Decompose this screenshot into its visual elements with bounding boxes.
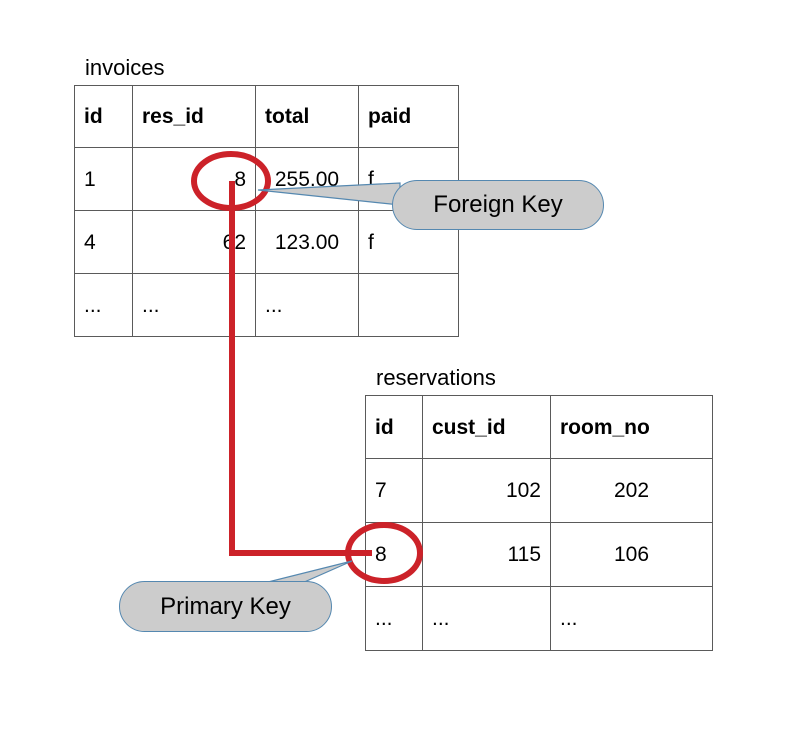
primary-key-callout-label: Primary Key bbox=[160, 592, 291, 620]
table-row-ellipsis: ... ... ... bbox=[365, 586, 713, 651]
reservations-table: id cust_id room_no 7 102 202 8 115 106 .… bbox=[365, 395, 713, 651]
table-row: 8 115 106 bbox=[365, 522, 713, 587]
cell-id: 4 bbox=[74, 210, 133, 274]
cell-id: 1 bbox=[74, 147, 133, 211]
column-header-id: id bbox=[365, 395, 423, 459]
cell-res-id-highlighted: 8 bbox=[132, 147, 256, 211]
cell-room-no: ... bbox=[550, 586, 713, 651]
table-header-row: id cust_id room_no bbox=[365, 395, 713, 459]
cell-cust-id: 115 bbox=[422, 522, 551, 587]
cell-total: 255.00 bbox=[255, 147, 359, 211]
cell-total: 123.00 bbox=[255, 210, 359, 274]
table-header-row: id res_id total paid bbox=[74, 85, 459, 148]
cell-id: 7 bbox=[365, 458, 423, 523]
primary-key-callout: Primary Key bbox=[119, 581, 332, 632]
cell-room-no: 202 bbox=[550, 458, 713, 523]
column-header-paid: paid bbox=[358, 85, 459, 148]
column-header-id: id bbox=[74, 85, 133, 148]
cell-cust-id: 102 bbox=[422, 458, 551, 523]
cell-id-highlighted: 8 bbox=[365, 522, 423, 587]
cell-id: ... bbox=[365, 586, 423, 651]
column-header-room-no: room_no bbox=[550, 395, 713, 459]
column-header-cust-id: cust_id bbox=[422, 395, 551, 459]
reservations-table-title: reservations bbox=[376, 365, 496, 390]
column-header-res-id: res_id bbox=[132, 85, 256, 148]
foreign-key-callout-label: Foreign Key bbox=[433, 191, 563, 218]
cell-cust-id: ... bbox=[422, 586, 551, 651]
cell-res-id: 62 bbox=[132, 210, 256, 274]
cell-total: ... bbox=[255, 273, 359, 337]
invoices-table-title: invoices bbox=[85, 55, 165, 80]
foreign-key-callout: Foreign Key bbox=[392, 180, 604, 230]
table-row: 7 102 202 bbox=[365, 458, 713, 523]
cell-room-no: 106 bbox=[550, 522, 713, 587]
cell-res-id: ... bbox=[132, 273, 256, 337]
cell-paid bbox=[358, 273, 459, 337]
column-header-total: total bbox=[255, 85, 359, 148]
cell-id: ... bbox=[74, 273, 133, 337]
table-row-ellipsis: ... ... ... bbox=[74, 273, 459, 337]
